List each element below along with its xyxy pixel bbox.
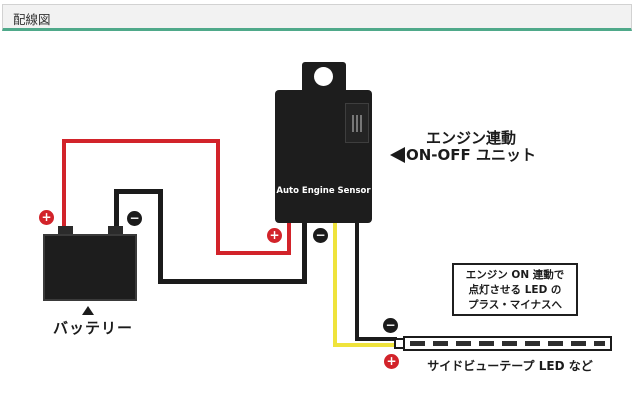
battery (43, 234, 137, 301)
led-note-line1: エンジン ON 連動で (465, 269, 565, 281)
plus-badge-unit: + (267, 228, 282, 243)
connector-pin-icon (360, 114, 362, 132)
wire-red-horizontal-low (216, 251, 291, 255)
connector-pin-icon (352, 114, 354, 132)
led-strip-label: サイドビューテープ LED など (427, 359, 593, 373)
wire-black-vertical-unit (302, 222, 307, 284)
minus-badge-unit: − (313, 228, 328, 243)
wire-black-led-horizontal (355, 337, 397, 341)
led-note-line2: 点灯させる LED の (468, 284, 562, 296)
wire-yellow-vertical (333, 222, 337, 347)
plus-badge-battery: + (39, 210, 54, 225)
led-strip (403, 336, 612, 351)
battery-label: バッテリー (52, 319, 133, 337)
led-note-box: エンジン ON 連動で 点灯させる LED の プラス・マイナスへ (452, 263, 578, 316)
plus-badge-led: + (384, 354, 399, 369)
minus-badge-battery: − (127, 211, 142, 226)
wire-black-horizontal-top (114, 189, 163, 194)
wire-yellow-horizontal (333, 343, 397, 347)
minus-badge-led: − (383, 318, 398, 333)
connector-pin-icon (356, 114, 358, 132)
battery-terminal-positive (58, 226, 73, 235)
arrow-left-icon (390, 147, 405, 163)
wire-black-led-vertical (355, 222, 359, 341)
wire-red-vertical-mid (216, 139, 220, 255)
led-note-line3: プラス・マイナスへ (467, 299, 563, 311)
unit-callout-line1: エンジン連動 (425, 129, 516, 147)
unit-callout: エンジン連動 ON-OFF ユニット (404, 130, 538, 164)
wire-red-horizontal-top (62, 139, 220, 143)
unit-label: Auto Engine Sensor (276, 186, 371, 196)
wire-black-vertical-mid (158, 189, 163, 284)
section-title: 配線図 (13, 12, 51, 27)
wire-red-vertical-unit (287, 222, 291, 255)
unit-callout-line2: ON-OFF ユニット (406, 146, 536, 164)
unit-connector-port (345, 103, 369, 143)
unit-mounting-hole (314, 67, 333, 86)
led-strip-segments (410, 341, 605, 346)
section-header: 配線図 (2, 4, 632, 31)
wire-red-vertical-battery (62, 139, 66, 229)
arrow-up-icon (82, 306, 94, 315)
wire-black-horizontal-low (158, 279, 307, 284)
wire-black-vertical-battery (114, 189, 119, 230)
battery-terminal-negative (108, 226, 123, 235)
